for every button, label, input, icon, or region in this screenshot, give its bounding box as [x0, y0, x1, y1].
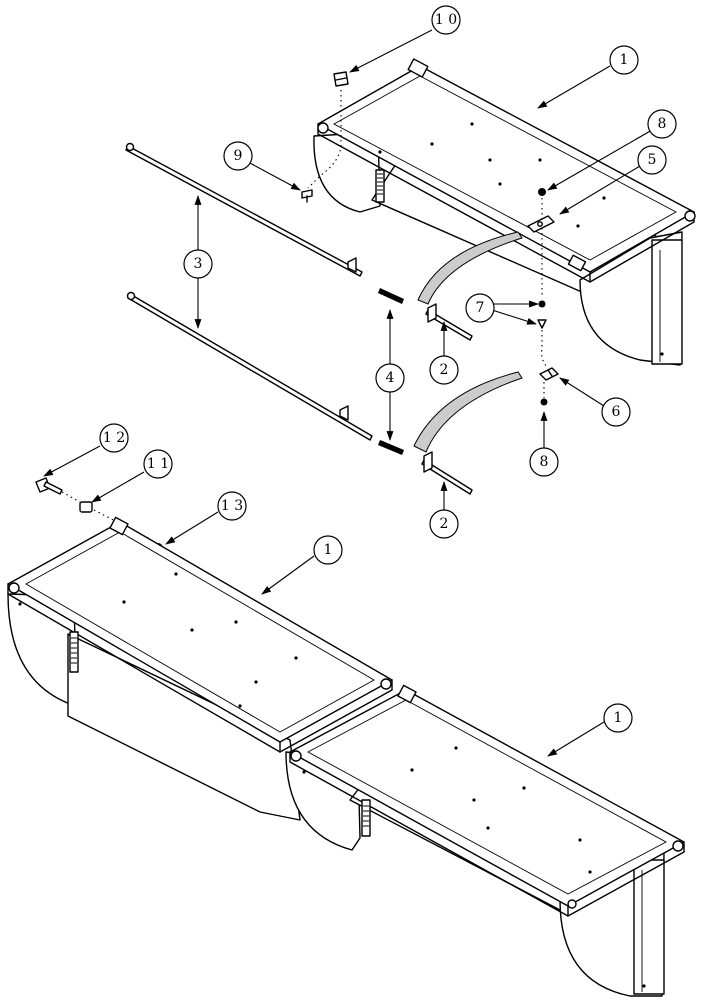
callout-12-label: 1 2 — [103, 430, 125, 446]
callout-1-middle: 1 — [313, 535, 343, 565]
clip-part-10 — [333, 71, 349, 87]
rod-part-3-lower — [126, 291, 373, 441]
spring-part-4-lower — [378, 440, 404, 455]
callout-10: 1 0 — [431, 5, 461, 35]
callout-1-top: 1 — [609, 45, 639, 75]
flap-strip-lower — [413, 371, 523, 453]
callout-8-bottom-label: 8 — [540, 454, 549, 470]
spring-part-4-upper — [378, 288, 404, 304]
bracket-part-6 — [539, 367, 559, 381]
fender-assembly-lower-left — [7, 516, 393, 821]
callout-4: 4 — [375, 363, 405, 393]
callout-2-lower-label: 2 — [440, 516, 449, 532]
callout-7: 7 — [465, 293, 495, 323]
callout-10-label: 1 0 — [435, 12, 457, 28]
pin-part-2-upper — [425, 303, 473, 341]
callout-1-bottom: 1 — [603, 703, 633, 733]
callout-11: 1 1 — [143, 449, 173, 479]
callout-1-top-label: 1 — [620, 52, 629, 68]
callout-2-lower: 2 — [429, 509, 459, 539]
callout-6-label: 6 — [612, 404, 621, 420]
rod-part-3-upper — [125, 142, 363, 277]
callout-9-label: 9 — [234, 148, 243, 164]
bolt-part-7 — [537, 300, 547, 329]
callout-7-label: 7 — [476, 300, 485, 316]
screw-part-9 — [301, 189, 313, 203]
callout-12: 1 2 — [99, 423, 129, 453]
nut-part-8-top — [538, 188, 546, 196]
callout-4-label: 4 — [386, 370, 395, 386]
callout-2-upper-label: 2 — [440, 362, 449, 378]
callout-9: 9 — [223, 141, 253, 171]
callout-13: 1 3 — [217, 491, 247, 521]
callout-3: 3 — [183, 249, 213, 279]
callout-1-middle-label: 1 — [324, 542, 333, 558]
callout-5: 5 — [637, 145, 667, 175]
callout-8-bottom: 8 — [529, 447, 559, 477]
callout-1-bottom-label: 1 — [614, 710, 623, 726]
callout-11-label: 1 1 — [147, 456, 169, 472]
spacer-part-11 — [79, 501, 93, 513]
bolt-part-12 — [35, 477, 63, 495]
callout-3-label: 3 — [194, 256, 203, 272]
pin-part-2-lower — [421, 451, 473, 495]
fender-assembly-top — [313, 58, 696, 366]
callout-5-label: 5 — [648, 152, 657, 168]
callout-13-label: 1 3 — [221, 498, 243, 514]
fender-assembly-lower-right — [285, 684, 685, 997]
callout-8-top-label: 8 — [658, 116, 667, 132]
callout-2-upper: 2 — [429, 355, 459, 385]
callout-6: 6 — [601, 397, 631, 427]
flap-strip-upper — [417, 231, 523, 305]
nut-part-8-bottom — [540, 398, 548, 406]
callout-leaders — [43, 29, 653, 757]
callout-8-top: 8 — [647, 109, 677, 139]
